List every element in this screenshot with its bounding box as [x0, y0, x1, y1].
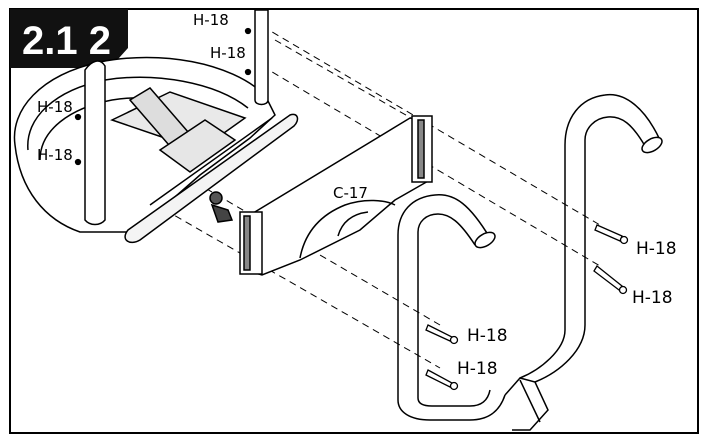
left-handlebar: [397, 194, 549, 431]
label-bolt-mid-1: H-18: [467, 326, 508, 346]
hole-top-2: [244, 68, 252, 76]
label-bolt-mid-2: H-18: [457, 359, 498, 379]
right-handlebar: [519, 93, 663, 383]
label-bolt-left-1: H-18: [37, 98, 73, 116]
step-number: 2.1 2: [22, 19, 111, 63]
label-bolt-top-1: H-18: [193, 11, 229, 29]
cover-c17: [239, 115, 433, 276]
hole-top-1: [244, 27, 252, 35]
label-bolt-right-1: H-18: [636, 239, 677, 259]
label-bolt-left-2: H-18: [37, 146, 73, 164]
label-bolt-right-2: H-18: [632, 288, 673, 308]
label-part-cover: C-17: [333, 184, 368, 202]
console-assembly: [13, 9, 299, 244]
part-labels: H-18 H-18 H-18 H-18 C-17 H-18 H-18 H-18 …: [37, 11, 677, 379]
bolt-right-lower: [593, 265, 628, 295]
hole-left-1: [74, 113, 82, 121]
bolts: [74, 27, 629, 391]
bolt-right-upper: [594, 224, 629, 245]
hole-left-2: [74, 158, 82, 166]
step-badge: 2.1 2: [10, 9, 128, 68]
bolt-mid-upper: [425, 324, 459, 345]
label-bolt-top-2: H-18: [210, 44, 246, 62]
bolt-mid-lower: [425, 369, 459, 391]
